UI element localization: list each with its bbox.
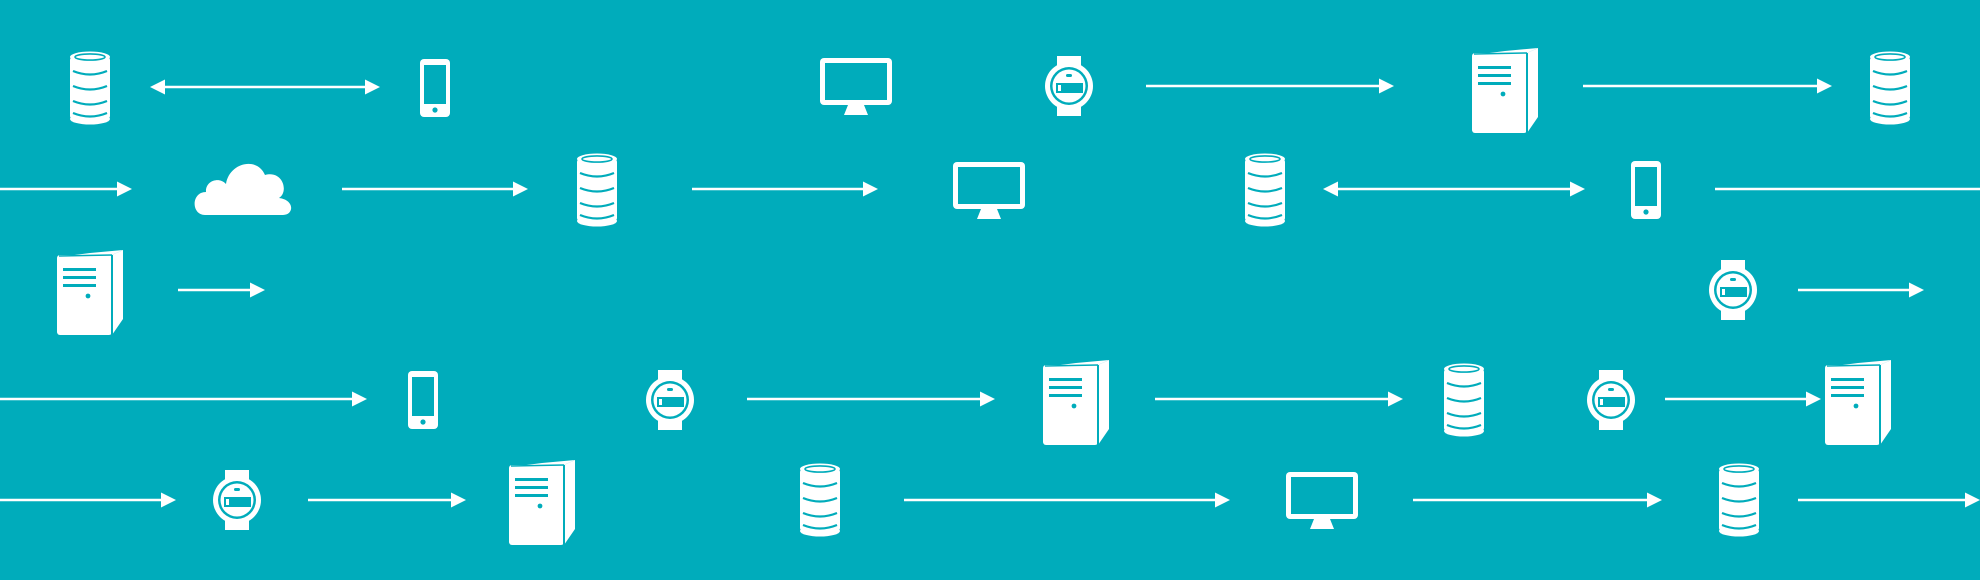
nodes-layer	[57, 48, 1910, 545]
monitor-icon	[953, 162, 1025, 219]
arrowhead	[1379, 78, 1394, 94]
monitor-icon	[1286, 472, 1358, 529]
arrowhead	[1647, 492, 1662, 508]
monitor-icon	[820, 58, 892, 115]
smartwatch-icon	[1587, 370, 1635, 430]
server-icon	[1472, 48, 1538, 133]
arrowhead	[1388, 391, 1403, 407]
smartwatch-icon	[1709, 260, 1757, 320]
arrowhead	[150, 79, 165, 95]
connections-layer	[0, 78, 1980, 508]
connection-arrow	[0, 181, 132, 197]
arrowhead	[1817, 78, 1832, 94]
smartwatch-icon	[646, 370, 694, 430]
connection-arrow	[1798, 492, 1980, 508]
database-icon	[1719, 463, 1759, 537]
connection-arrow	[904, 492, 1230, 508]
connection-arrow	[1146, 78, 1394, 94]
arrowhead	[117, 181, 132, 197]
database-icon	[70, 51, 110, 125]
arrowhead	[1965, 492, 1980, 508]
connection-arrow	[1583, 78, 1832, 94]
connection-arrow	[308, 492, 466, 508]
connection-arrow	[178, 282, 265, 298]
database-icon	[577, 153, 617, 227]
arrowhead	[161, 492, 176, 508]
arrowhead	[365, 79, 380, 95]
database-icon	[1444, 363, 1484, 437]
server-icon	[1043, 360, 1109, 445]
connection-arrow	[0, 391, 367, 407]
phone-icon	[1631, 161, 1661, 219]
database-icon	[800, 463, 840, 537]
arrowhead	[250, 282, 265, 298]
arrowhead	[1909, 282, 1924, 298]
arrowhead	[451, 492, 466, 508]
connection-arrow	[1155, 391, 1403, 407]
arrowhead	[513, 181, 528, 197]
server-icon	[57, 250, 123, 335]
database-icon	[1870, 51, 1910, 125]
server-icon	[509, 460, 575, 545]
arrowhead	[1323, 181, 1338, 197]
arrowhead	[1806, 391, 1821, 407]
phone-icon	[408, 371, 438, 429]
arrowhead	[1215, 492, 1230, 508]
arrowhead	[352, 391, 367, 407]
database-icon	[1245, 153, 1285, 227]
connection-arrow	[1798, 282, 1924, 298]
connection-arrow	[1413, 492, 1662, 508]
arrowhead	[980, 391, 995, 407]
connection-arrow	[1665, 391, 1821, 407]
arrowhead	[1570, 181, 1585, 197]
connection-arrow	[150, 79, 380, 95]
smartwatch-icon	[213, 470, 261, 530]
arrowhead	[863, 181, 878, 197]
phone-icon	[420, 59, 450, 117]
connection-arrow	[0, 492, 176, 508]
smartwatch-icon	[1045, 56, 1093, 116]
connection-arrow	[1323, 181, 1585, 197]
connection-arrow	[342, 181, 528, 197]
connection-arrow	[692, 181, 878, 197]
cloud-icon	[194, 163, 292, 215]
connection-arrow	[747, 391, 995, 407]
server-icon	[1825, 360, 1891, 445]
